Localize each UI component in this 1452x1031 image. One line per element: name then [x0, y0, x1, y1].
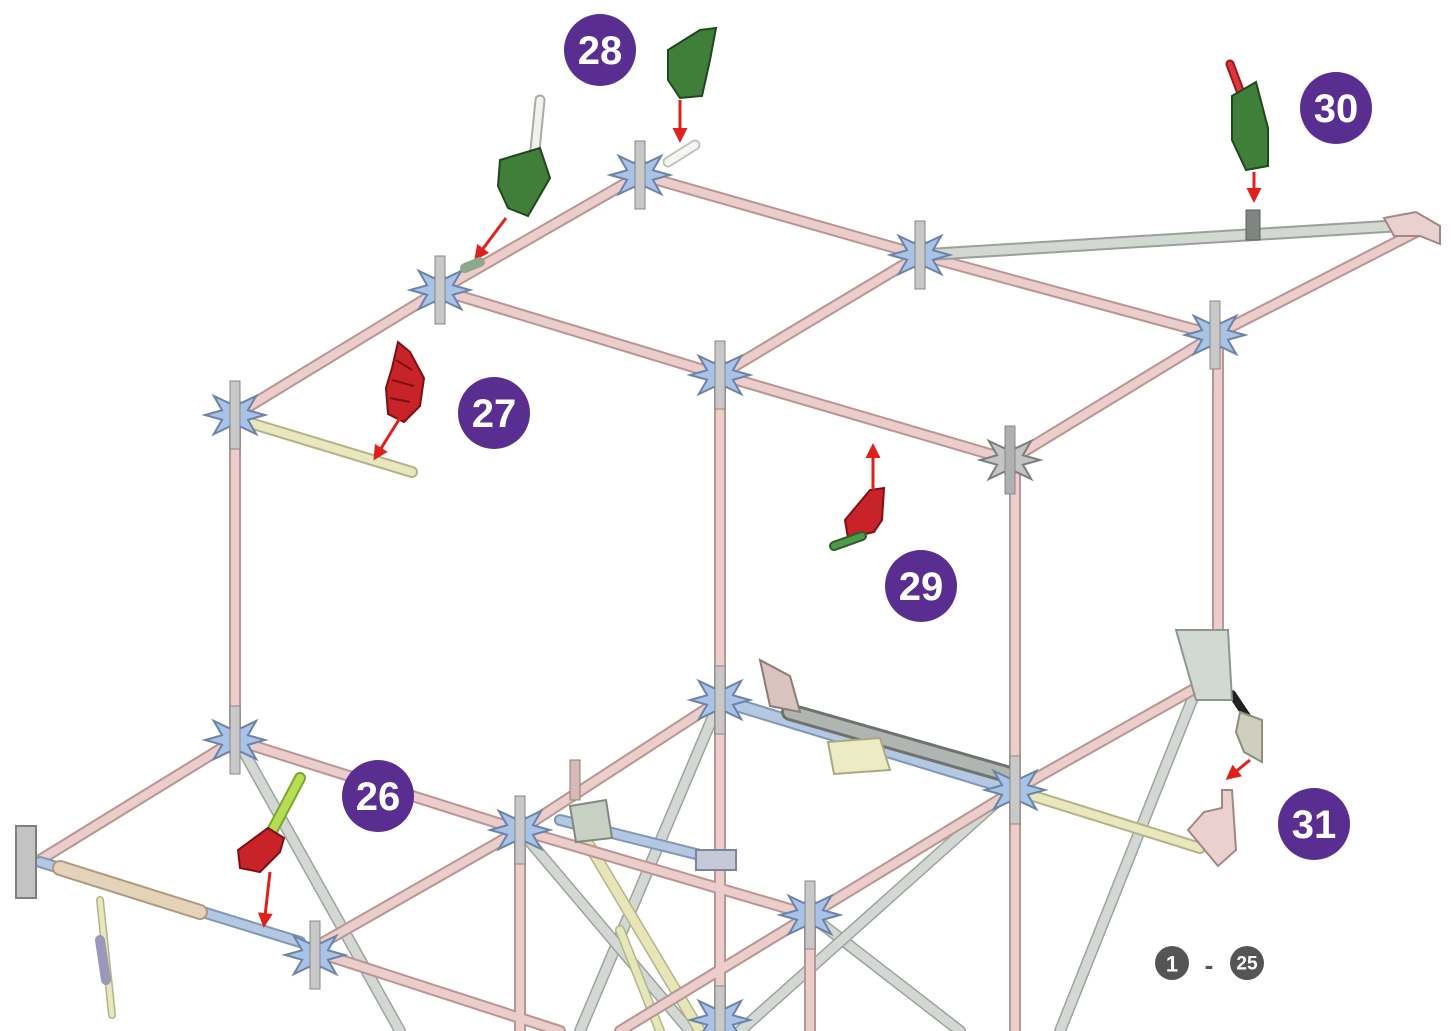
gray-long-rod — [781, 703, 1019, 784]
arrow-28a — [474, 217, 508, 261]
step-badge-29: 29 — [885, 550, 957, 622]
connector-hub-icon — [1181, 300, 1249, 370]
connector-hub-icon — [201, 705, 269, 775]
svg-text:31: 31 — [1292, 803, 1337, 847]
previous-steps-range: 1 - 25 — [1155, 946, 1264, 980]
range-start: 1 — [1166, 952, 1178, 977]
connector-hub-icon — [486, 795, 554, 865]
range-separator: - — [1205, 950, 1214, 980]
svg-text:30: 30 — [1314, 87, 1359, 131]
connector-hub-icon — [406, 255, 474, 325]
svg-text:26: 26 — [356, 775, 401, 819]
range-end: 25 — [1236, 954, 1258, 975]
green-connector-icon — [496, 146, 552, 218]
connector-hub-icon — [976, 425, 1044, 495]
gray-top-rod — [913, 209, 1417, 262]
connector-hub-icon — [686, 985, 754, 1031]
connector-hub-icon — [201, 380, 269, 450]
green-connector-icon — [667, 26, 718, 100]
step-31-parts — [1174, 210, 1441, 868]
red-connector-icon — [843, 486, 886, 540]
connector-hub-icon — [686, 340, 754, 410]
gray-corner-connector — [1174, 629, 1234, 701]
yellow-rod-31 — [1024, 789, 1206, 854]
step-badge-27: 27 — [458, 377, 530, 449]
connector-hub-icon — [281, 920, 349, 990]
step-29-parts — [829, 443, 886, 551]
connector-hub-icon — [686, 665, 754, 735]
red-connector-icon — [384, 340, 426, 424]
connector-icon — [1234, 710, 1263, 764]
step-27-parts — [373, 340, 426, 461]
arrow-26 — [257, 871, 273, 928]
lower-left-cluster — [52, 860, 208, 1019]
step-badge-28: 28 — [564, 14, 636, 86]
yellow-rod-27 — [234, 414, 418, 478]
detail-parts — [15, 658, 892, 899]
connector-hub-icon — [981, 755, 1049, 825]
connectors — [201, 140, 1249, 1031]
step-28-parts — [460, 26, 718, 273]
pink-corner-connector — [1186, 789, 1238, 868]
connector-hub-icon — [606, 140, 674, 210]
step-badges: 26 27 28 29 30 31 — [342, 14, 1372, 860]
lower-brace-rods — [234, 674, 1206, 1031]
arrow-31 — [1225, 758, 1251, 780]
connector-hub-icon — [776, 880, 844, 950]
step-badge-30: 30 — [1300, 72, 1372, 144]
step-badge-26: 26 — [342, 760, 414, 832]
svg-text:29: 29 — [899, 565, 944, 609]
svg-text:28: 28 — [578, 29, 623, 73]
step-30-parts — [1225, 59, 1269, 203]
green-connector-icon — [1231, 80, 1269, 172]
pink-corner-connector-top — [1382, 210, 1441, 246]
step-badge-31: 31 — [1278, 788, 1350, 860]
step-26-parts — [236, 772, 306, 928]
svg-text:27: 27 — [472, 392, 517, 436]
connector-hub-icon — [886, 220, 954, 290]
arrow-27 — [373, 417, 402, 461]
red-connector-icon — [236, 826, 286, 874]
